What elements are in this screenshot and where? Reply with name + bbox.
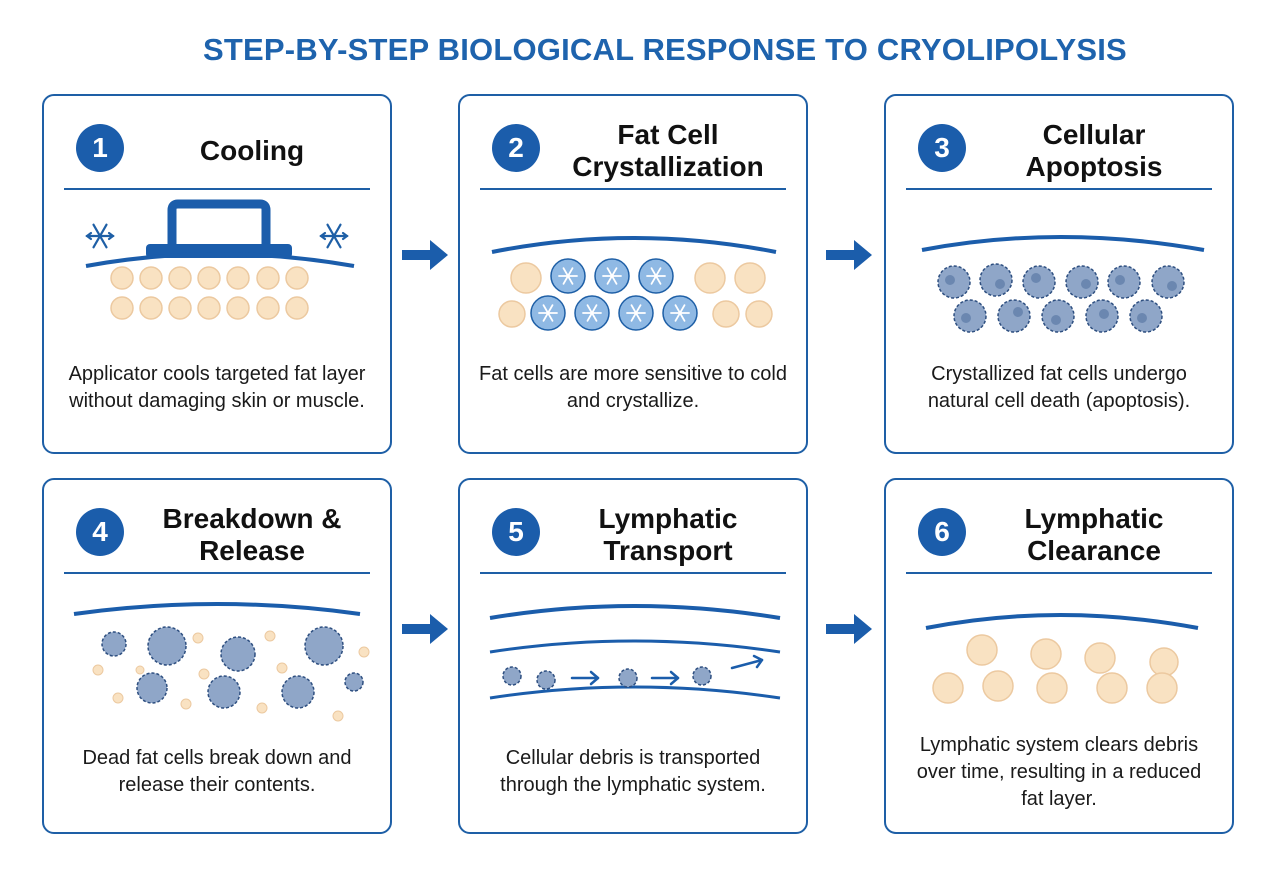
flow-arrow-icon [826, 240, 872, 270]
step-card-apoptosis: 3 Cellular Apoptosis Crystallized fat ce… [884, 94, 1234, 454]
crystallized-fat-cells-illustration [491, 236, 777, 331]
flow-arrow-icon [402, 614, 448, 644]
step-title: Cooling [199, 135, 305, 166]
lymphatic-vessel-illustration [489, 604, 781, 700]
step-number-badge: 1 [76, 124, 124, 172]
step-card-lymphatic-transport: 5 Lymphatic Transport Cellular debris is… [458, 478, 808, 834]
flow-arrow-icon [570, 670, 600, 686]
step-title: Fat Cell Crystallization [572, 119, 764, 182]
snowflake-icon [538, 304, 558, 322]
step-card-crystallization: 2 Fat Cell Crystallization Fat cells are… [458, 94, 808, 454]
flow-arrow-icon [650, 670, 680, 686]
fat-cell-layer [110, 266, 309, 320]
step-number-badge: 6 [918, 508, 966, 556]
snowflake-icon [319, 223, 349, 249]
step-title: Lymphatic Transport [598, 503, 738, 566]
step-title: Breakdown & Release [162, 503, 342, 566]
divider [480, 188, 786, 190]
snowflake-icon [582, 304, 602, 322]
snowflake-icon [558, 267, 578, 285]
flow-arrow-icon [730, 654, 764, 670]
step-title: Cellular Apoptosis [1025, 119, 1163, 182]
step-description: Cellular debris is transported through t… [500, 747, 766, 796]
divider [64, 188, 370, 190]
apoptotic-cells-illustration [921, 235, 1205, 333]
snowflake-icon [85, 223, 115, 249]
divider [480, 572, 786, 574]
step-number-badge: 3 [918, 124, 966, 172]
step-description: Applicator cools targeted fat layer with… [68, 363, 366, 412]
step-card-cooling: 1 Cooling Applicator cools targeted fat … [42, 94, 392, 454]
divider [64, 572, 370, 574]
reduced-fat-layer-illustration [925, 613, 1199, 704]
flow-arrow-icon [826, 614, 872, 644]
step-description: Fat cells are more sensitive to cold and… [479, 363, 787, 412]
step-card-breakdown: 4 Breakdown & Release Dead fat cells bre… [42, 478, 392, 834]
snowflake-icon [646, 267, 666, 285]
snowflake-icon [670, 304, 690, 322]
snowflake-icon [602, 267, 622, 285]
snowflake-icon [626, 304, 646, 322]
step-card-lymphatic-clearance: 6 Lymphatic Clearance Lymphatic system c… [884, 478, 1234, 834]
divider [906, 572, 1212, 574]
step-number-badge: 4 [76, 508, 124, 556]
breakdown-release-illustration [73, 602, 370, 722]
step-number-badge: 5 [492, 508, 540, 556]
step-description: Lymphatic system clears debris over time… [916, 733, 1202, 810]
applicator-icon [85, 199, 355, 268]
step-description: Dead fat cells break down and release th… [82, 747, 352, 796]
divider [906, 188, 1212, 190]
applicator-cooling-illustration [85, 199, 355, 320]
page-title: STEP-BY-STEP BIOLOGICAL RESPONSE TO CRYO… [203, 32, 1127, 67]
flow-arrow-icon [402, 240, 448, 270]
step-description: Crystallized fat cells undergo natural c… [927, 363, 1191, 412]
step-title: Lymphatic Clearance [1024, 503, 1164, 566]
step-number-badge: 2 [492, 124, 540, 172]
